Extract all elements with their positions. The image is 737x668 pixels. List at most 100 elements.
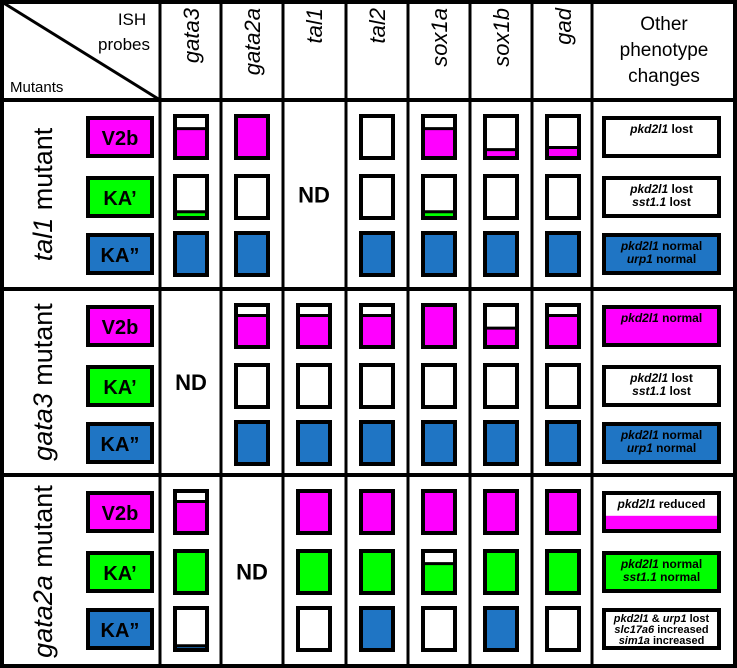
- probe-header-tal1: tal1: [302, 8, 327, 43]
- cell-type-box: [86, 365, 154, 407]
- nd-label-tal1: ND: [298, 183, 330, 208]
- expression-box-sox1b: [483, 363, 519, 409]
- probe-header-gata3: gata3: [179, 7, 204, 63]
- expression-fill: [236, 116, 268, 158]
- cell-type-box: [86, 491, 154, 533]
- expression-box-tal2: [359, 231, 395, 277]
- corner-label-mutants: Mutants: [10, 79, 63, 96]
- expression-box-tal2: [359, 174, 395, 220]
- phenotype-note-line: sst1.1 normal: [623, 570, 700, 584]
- expression-fill: [423, 128, 455, 158]
- expression-fill: [361, 315, 393, 347]
- expression-fill: [547, 315, 579, 347]
- phenotype-note-line: pkd2l1 & urp1 lost: [613, 613, 710, 625]
- expression-fill: [236, 422, 268, 464]
- nd-label-gata2a: ND: [236, 560, 268, 585]
- expression-fill: [423, 233, 455, 275]
- expression-box-gata2a: [234, 231, 270, 277]
- expression-fill: [485, 149, 517, 158]
- cell-type-box: [86, 551, 154, 593]
- expression-box-sox1a: [421, 489, 457, 535]
- phenotype-note-line: pkd2l1 normal: [620, 428, 702, 442]
- cell-type-label: KA”: [101, 434, 140, 456]
- table-row: V2b pkd2l1 lost: [86, 114, 721, 160]
- expression-box-sox1a: [421, 231, 457, 277]
- expression-box-sox1a: [421, 549, 457, 595]
- expression-fill: [547, 491, 579, 533]
- cell-type-label: V2b: [102, 317, 139, 339]
- expression-box-tal1: [296, 549, 332, 595]
- group-label-gata2a: gata2a mutant: [28, 485, 58, 658]
- expression-box-gata3: [173, 489, 209, 535]
- cell-type-box: [86, 116, 154, 158]
- expression-box-sox1a: [421, 420, 457, 466]
- expression-box-gata3: [173, 174, 209, 220]
- other-header-line-1: Other: [640, 14, 688, 35]
- expression-box-tal2: [359, 363, 395, 409]
- expression-box-tal1: [296, 489, 332, 535]
- expression-fill: [298, 491, 330, 533]
- cell-type-label: V2b: [102, 503, 139, 525]
- phenotype-note: pkd2l1 normal: [602, 305, 721, 347]
- table-row: V2b pkd2l1 reduced: [86, 489, 721, 535]
- phenotype-note-line: sst1.1 lost: [632, 384, 691, 398]
- expression-box-sox1a: [421, 303, 457, 349]
- expression-fill: [485, 491, 517, 533]
- phenotype-note-line: urp1 normal: [627, 441, 696, 455]
- group-label-gata3: gata3 mutant: [28, 303, 58, 461]
- expression-box-sox1a: [421, 114, 457, 160]
- cell-type-box: [86, 233, 154, 275]
- expression-fill: [175, 211, 207, 218]
- expression-fill: [298, 315, 330, 347]
- probe-header-sox1b: sox1b: [489, 8, 514, 67]
- expression-fill: [485, 422, 517, 464]
- expression-box-gad: [545, 420, 581, 466]
- phenotype-note-line: pkd2l1 lost: [629, 122, 693, 136]
- expression-box-sox1a: [421, 363, 457, 409]
- expression-box-tal1: [296, 303, 332, 349]
- expression-fill: [361, 551, 393, 593]
- corner-label-probes: probes: [98, 35, 150, 54]
- cell-type-label: V2b: [102, 128, 139, 150]
- note-fill: [604, 424, 719, 462]
- expression-box-gata3: [173, 549, 209, 595]
- expression-box-tal1: [296, 606, 332, 652]
- expression-box-sox1b: [483, 114, 519, 160]
- expression-box-gad: [545, 363, 581, 409]
- corner-label-ish: ISH: [118, 10, 146, 29]
- cell-type-box: [86, 305, 154, 347]
- note-fill: [604, 235, 719, 273]
- note-fill: [604, 307, 719, 345]
- expression-box-tal2: [359, 114, 395, 160]
- other-header: Other phenotype changes: [620, 14, 709, 87]
- expression-box-gad: [545, 606, 581, 652]
- expression-fill: [298, 551, 330, 593]
- probe-header-tal2: tal2: [365, 8, 390, 43]
- phenotype-note-line: sim1a increased: [619, 635, 705, 647]
- nd-label-gata3: ND: [175, 370, 207, 395]
- phenotype-note-line: pkd2l1 normal: [620, 311, 702, 325]
- phenotype-note-line: slc17a6 increased: [614, 624, 708, 636]
- expression-box-sox1b: [483, 549, 519, 595]
- expression-fill: [423, 422, 455, 464]
- expression-box-sox1a: [421, 174, 457, 220]
- expression-box-tal2: [359, 303, 395, 349]
- phenotype-note-line: pkd2l1 reduced: [616, 497, 705, 511]
- expression-box-gata3: [173, 606, 209, 652]
- expression-fill: [423, 491, 455, 533]
- expression-box-gata2a: [234, 174, 270, 220]
- phenotype-note: pkd2l1 reduced: [602, 491, 721, 533]
- expression-fill: [175, 233, 207, 275]
- phenotype-note-line: pkd2l1 normal: [620, 557, 702, 571]
- expression-box-gad: [545, 114, 581, 160]
